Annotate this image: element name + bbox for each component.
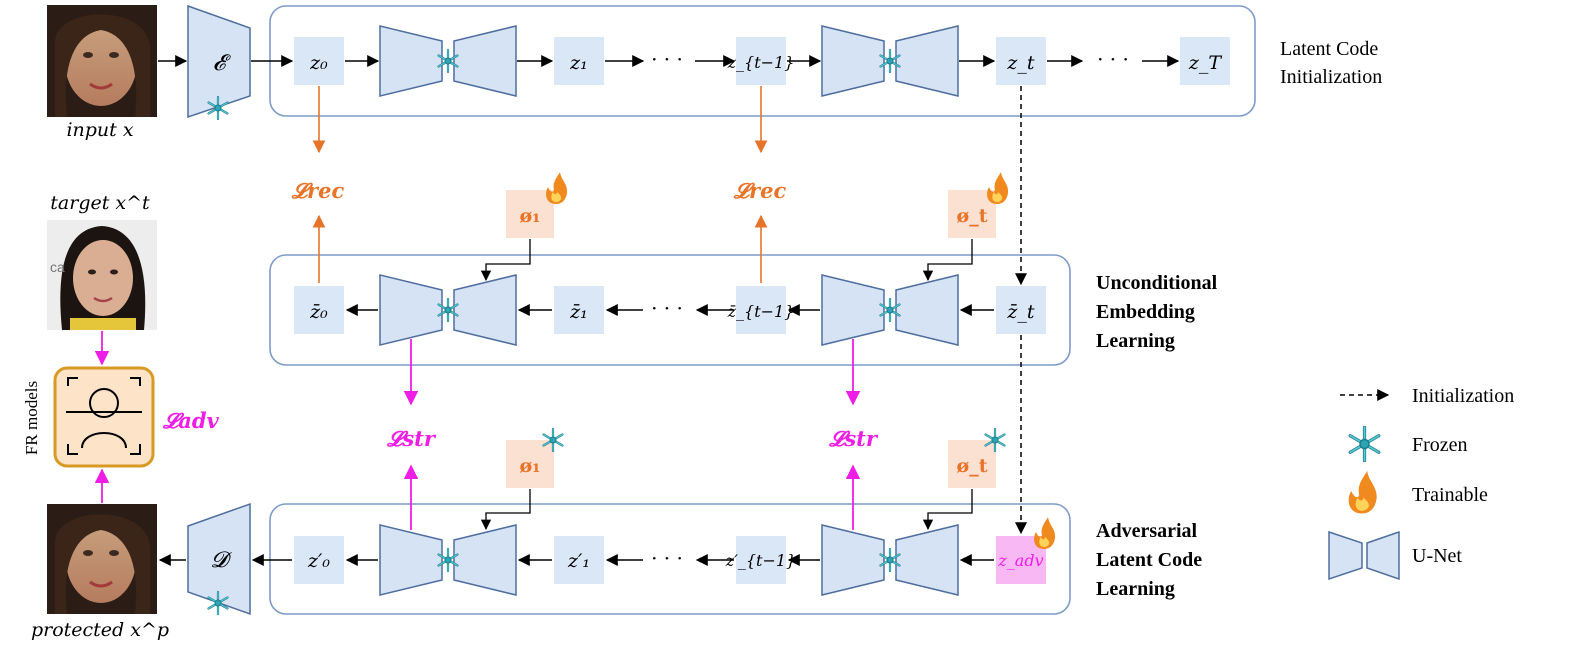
- protected-face-image: [47, 504, 157, 614]
- legend: Initialization Frozen Trainable U-Net: [1328, 385, 1514, 581]
- node-zT: [1180, 37, 1230, 85]
- svg-text:z′_{t−1}: z′_{t−1}: [725, 551, 796, 570]
- row2-label-line1: Unconditional: [1096, 272, 1218, 294]
- row2-label-line2: Embedding: [1096, 301, 1195, 323]
- node-zt-label: z_t: [1006, 52, 1035, 74]
- svg-text:z̄₁: z̄₁: [569, 301, 588, 323]
- flame-icon: [546, 172, 568, 204]
- fr-models-label: FR models: [22, 381, 41, 455]
- node-zt-1: [736, 37, 786, 85]
- unet-row2-b: [822, 275, 958, 345]
- loss-rec-1: 𝓛rec: [291, 178, 345, 203]
- legend-frozen: Frozen: [1412, 434, 1468, 456]
- svg-text:z′₀: z′₀: [307, 550, 330, 572]
- decoder-block: [187, 502, 251, 616]
- panel-adversarial: [269, 503, 1071, 615]
- phit-row3: [948, 440, 996, 488]
- svg-text:ø_t: ø_t: [957, 455, 988, 477]
- loss-rec-2: 𝓛rec: [733, 178, 787, 203]
- flame-icon: [987, 172, 1009, 204]
- row3-label-line2: Latent Code: [1096, 549, 1202, 571]
- node-z0-label: z₀: [309, 52, 328, 74]
- svg-text:z̄_{t−1}: z̄_{t−1}: [727, 302, 795, 321]
- node-zbar-t: [996, 286, 1046, 334]
- svg-text:z_adv: z_adv: [997, 551, 1043, 570]
- node-z1-label: z₁: [569, 52, 588, 74]
- node-zp-t-1: [736, 536, 786, 584]
- flame-icon: [1348, 470, 1377, 514]
- loss-adv: 𝓛adv: [162, 408, 220, 433]
- svg-text:z′₁: z′₁: [567, 550, 590, 572]
- ellipsis: · · ·: [651, 47, 683, 71]
- node-zT-label: z_T: [1188, 52, 1223, 74]
- legend-trainable: Trainable: [1412, 484, 1488, 506]
- unet-row3-a: [380, 525, 516, 595]
- input-label: input x: [66, 119, 133, 141]
- node-zbar1: [554, 286, 604, 334]
- target-label: target x^t: [50, 192, 150, 214]
- row3-label-line3: Learning: [1096, 578, 1175, 600]
- node-zp0: [294, 536, 344, 584]
- svg-text:z̄₀: z̄₀: [309, 301, 328, 323]
- svg-text:· · ·: · · ·: [651, 296, 683, 320]
- legend-unet: U-Net: [1412, 545, 1462, 567]
- decoder-label: 𝓓: [211, 548, 233, 573]
- fr-model-icon: [53, 366, 155, 468]
- loss-str-1: 𝓛str: [386, 426, 437, 451]
- row1-label-line2: Initialization: [1280, 66, 1382, 88]
- node-z0: [294, 37, 344, 85]
- row3-label-line1: Adversarial: [1096, 520, 1198, 542]
- node-zt: [996, 37, 1046, 85]
- svg-text:z̄_t: z̄_t: [1006, 301, 1035, 323]
- panel-unconditional: [269, 254, 1071, 366]
- phi1-row3: [506, 440, 554, 488]
- phi1-row2-label: ø₁: [520, 205, 541, 227]
- snowflake-icon: [1348, 425, 1381, 463]
- svg-text:· · ·: · · ·: [1097, 47, 1129, 71]
- output-label: protected x^p: [31, 619, 169, 641]
- node-zt-1-label: z_{t−1}: [727, 53, 795, 72]
- input-face-image: [47, 5, 157, 117]
- loss-str-2: 𝓛str: [828, 426, 879, 451]
- node-zp1: [554, 536, 604, 584]
- flame-icon: [1034, 517, 1056, 549]
- node-zbar0: [294, 286, 344, 334]
- legend-initialization: Initialization: [1412, 385, 1514, 407]
- svg-text:ø₁: ø₁: [520, 455, 541, 477]
- row2-label-line3: Learning: [1096, 330, 1175, 352]
- node-z1: [554, 37, 604, 85]
- row1-label-line1: Latent Code: [1280, 38, 1378, 60]
- phi1-row2: [506, 190, 554, 238]
- encoder-block: [187, 4, 251, 121]
- phit-row2-label: ø_t: [957, 205, 988, 227]
- node-zbar-t-1: [736, 286, 786, 334]
- target-face-image: ca: [47, 220, 157, 330]
- unet-row1-b: [822, 26, 958, 96]
- svg-text:· · ·: · · ·: [651, 546, 683, 570]
- svg-text:ca: ca: [50, 259, 65, 275]
- unet-row2-a: [380, 275, 516, 345]
- unet-row3-b: [822, 525, 958, 595]
- unet-row1-a: [380, 26, 516, 96]
- unet-icon: [1328, 530, 1400, 581]
